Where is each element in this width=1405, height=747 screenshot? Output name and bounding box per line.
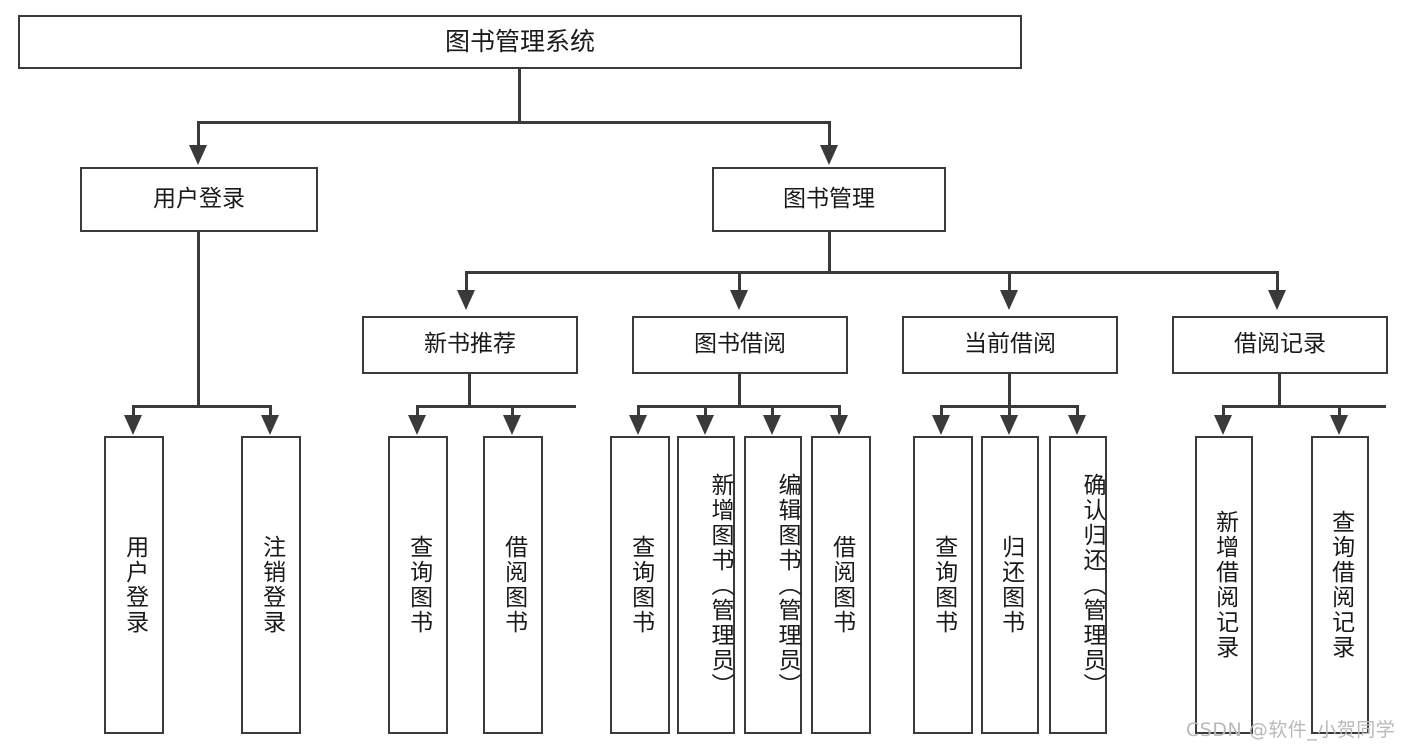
node-label: 借阅图书 <box>828 535 855 635</box>
connector-userlogin-bus <box>132 405 270 408</box>
connector-bookborrow-bus <box>637 405 839 408</box>
connector-bookmgmt-drop-2 <box>738 271 741 293</box>
connector-borrowrecord-bus <box>1222 405 1386 408</box>
arrow-bookborrow-leaf-1 <box>629 415 647 435</box>
node-label: 图书管理 <box>783 185 875 212</box>
node-label: 查询借阅记录 <box>1327 510 1354 660</box>
arrow-bookborrow-leaf-3 <box>763 415 781 435</box>
arrow-bookmgmt-to-record <box>1268 290 1286 310</box>
leaf-add-book-admin[interactable]: 新增图书（管理员） <box>677 436 735 734</box>
node-label: 借阅记录 <box>1234 331 1326 358</box>
connector-newbook-drop-2 <box>511 405 514 417</box>
node-label: 查询图书 <box>627 535 654 635</box>
node-label: 图书借阅 <box>694 331 786 358</box>
node-book-management[interactable]: 图书管理 <box>712 167 946 232</box>
leaf-borrow-book-recommend[interactable]: 借阅图书 <box>483 436 543 734</box>
node-label: 确认归还（管理员） <box>1079 472 1105 698</box>
leaf-query-book-borrow[interactable]: 查询图书 <box>610 436 670 734</box>
arrow-borrowrecord-leaf-1 <box>1214 415 1232 435</box>
connector-bookmgmt-drop-4 <box>1276 271 1279 293</box>
connector-userlogin-stem <box>197 232 200 408</box>
arrow-borrowrecord-leaf-2 <box>1330 415 1348 435</box>
node-label: 图书管理系统 <box>444 27 595 57</box>
arrow-newbook-leaf-2 <box>503 415 521 435</box>
leaf-query-book-recommend[interactable]: 查询图书 <box>388 436 448 734</box>
node-label: 用户登录 <box>153 185 245 212</box>
arrow-currentborrow-leaf-2 <box>1000 415 1018 435</box>
arrow-currentborrow-leaf-1 <box>932 415 950 435</box>
leaf-edit-book-admin[interactable]: 编辑图书（管理员） <box>744 436 802 734</box>
connector-bookmgmt-bus <box>465 271 1279 274</box>
connector-currentborrow-stem <box>1008 374 1011 406</box>
connector-userlogin-drop-1 <box>132 405 135 417</box>
connector-currentborrow-drop-2 <box>1008 405 1011 417</box>
arrow-currentborrow-leaf-3 <box>1068 415 1086 435</box>
node-label: 编辑图书（管理员） <box>774 472 800 698</box>
arrow-root-to-bookmgmt <box>820 145 838 165</box>
node-new-book-recommend[interactable]: 新书推荐 <box>362 316 578 374</box>
connector-bookmgmt-drop-3 <box>1008 271 1011 293</box>
leaf-user-login[interactable]: 用户登录 <box>104 436 164 734</box>
node-label: 注销登录 <box>258 535 285 635</box>
node-book-borrow[interactable]: 图书借阅 <box>632 316 848 374</box>
arrow-bookmgmt-to-borrow <box>730 290 748 310</box>
connector-currentborrow-drop-3 <box>1076 405 1079 417</box>
node-label: 查询图书 <box>930 535 957 635</box>
node-label: 归还图书 <box>997 535 1024 635</box>
connector-root-to-userlogin <box>197 121 200 147</box>
node-label: 新增借阅记录 <box>1211 510 1238 660</box>
node-label: 查询图书 <box>405 535 432 635</box>
connector-newbook-bus <box>416 405 576 408</box>
node-label: 用户登录 <box>121 535 148 635</box>
connector-newbook-drop-1 <box>416 405 419 417</box>
leaf-add-borrow-record[interactable]: 新增借阅记录 <box>1195 436 1253 734</box>
node-label: 借阅图书 <box>500 535 527 635</box>
node-root-system[interactable]: 图书管理系统 <box>18 15 1022 69</box>
connector-bookborrow-stem <box>738 374 741 406</box>
node-user-login[interactable]: 用户登录 <box>80 167 318 232</box>
arrow-bookmgmt-to-current <box>1000 290 1018 310</box>
node-current-borrow[interactable]: 当前借阅 <box>902 316 1118 374</box>
arrow-userlogin-leaf-1 <box>124 415 142 435</box>
node-borrow-record[interactable]: 借阅记录 <box>1172 316 1388 374</box>
connector-bookborrow-drop-3 <box>771 405 774 417</box>
watermark-text: CSDN @软件_小贺同学 <box>1186 719 1396 741</box>
leaf-query-book-current[interactable]: 查询图书 <box>913 436 973 734</box>
arrow-root-to-userlogin <box>189 145 207 165</box>
leaf-borrow-book[interactable]: 借阅图书 <box>811 436 871 734</box>
connector-root-to-bookmgmt <box>828 121 831 147</box>
connector-currentborrow-drop-1 <box>940 405 943 417</box>
connector-userlogin-drop-2 <box>269 405 272 417</box>
connector-borrowrecord-stem <box>1278 374 1281 406</box>
connector-root-bus <box>197 121 831 124</box>
connector-borrowrecord-drop-2 <box>1338 405 1341 417</box>
connector-bookborrow-drop-4 <box>838 405 841 417</box>
leaf-logout[interactable]: 注销登录 <box>241 436 301 734</box>
connector-bookborrow-drop-2 <box>704 405 707 417</box>
node-label: 当前借阅 <box>964 331 1056 358</box>
leaf-confirm-return-admin[interactable]: 确认归还（管理员） <box>1049 436 1107 734</box>
connector-bookmgmt-drop-1 <box>465 271 468 293</box>
leaf-query-borrow-record[interactable]: 查询借阅记录 <box>1311 436 1369 734</box>
connector-bookborrow-drop-1 <box>637 405 640 417</box>
connector-borrowrecord-drop-1 <box>1222 405 1225 417</box>
leaf-return-book[interactable]: 归还图书 <box>981 436 1039 734</box>
connector-root-stem <box>518 69 521 121</box>
connector-bookmgmt-stem <box>828 232 831 272</box>
arrow-newbook-leaf-1 <box>408 415 426 435</box>
node-label: 新书推荐 <box>424 331 516 358</box>
node-label: 新增图书（管理员） <box>707 472 733 698</box>
connector-newbook-stem <box>468 374 471 406</box>
arrow-bookborrow-leaf-4 <box>830 415 848 435</box>
arrow-bookborrow-leaf-2 <box>696 415 714 435</box>
arrow-bookmgmt-to-newbook <box>457 290 475 310</box>
arrow-userlogin-leaf-2 <box>261 415 279 435</box>
